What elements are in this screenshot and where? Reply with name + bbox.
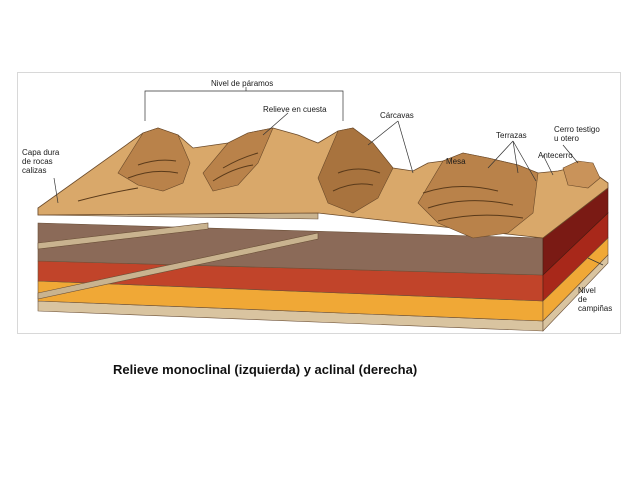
relief-illustration (37, 87, 609, 332)
carcavas-scarp (317, 127, 394, 214)
label-cerro-testigo: Cerro testigo u otero (554, 125, 600, 143)
paramos-bracket (53, 87, 604, 266)
label-carcavas: Cárcavas (380, 111, 414, 120)
hard-limestone-band (37, 232, 319, 300)
block-diagram: Nivel de páramos Relieve en cuesta Cárca… (17, 72, 621, 334)
figure-caption: Relieve monoclinal (izquierda) y aclinal… (113, 362, 418, 377)
label-mesa: Mesa (446, 157, 466, 166)
label-antecerro: Antecerro (538, 151, 573, 160)
label-relieve-cuesta: Relieve en cuesta (263, 105, 327, 114)
label-nivel-campinas: Nivel de campiñas (578, 286, 613, 313)
cuesta-scarp (202, 127, 274, 192)
cerro-testigo (562, 160, 601, 189)
hard-limestone-band (37, 222, 209, 250)
label-capa-dura: Capa dura de rocas calizas (22, 148, 60, 175)
label-nivel-paramos: Nivel de páramos (211, 79, 274, 88)
label-terrazas: Terrazas (496, 131, 527, 140)
side-face-base (542, 254, 609, 332)
erosion-lines (77, 152, 524, 222)
mesa-terraces (417, 152, 539, 239)
